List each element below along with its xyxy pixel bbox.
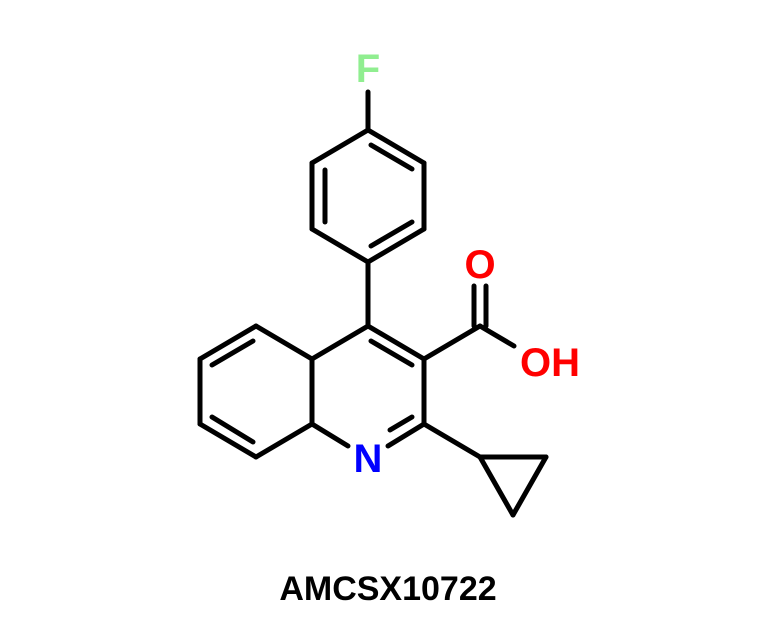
fluorophenyl-ring [309,89,427,265]
bond [365,127,427,166]
bond [197,323,259,362]
bond-c-n [385,421,427,449]
bond [365,323,427,362]
hydroxyl-label: OH [520,341,580,385]
bond [197,421,259,460]
bond [365,226,427,265]
bond-c-oh [477,323,517,349]
double-bond-inner [368,338,415,368]
bond [253,323,315,362]
cyclopropyl-group [421,421,549,518]
fluorine-atom-label: F [356,47,380,91]
carboxylic-acid-group [421,283,517,362]
nitrogen-atom-label: N [354,437,383,481]
double-bond-inner [368,219,415,249]
benzo-ring [197,323,315,460]
compound-id-label: AMCSX10722 [279,570,497,608]
double-bond-inner [209,414,256,445]
bond [309,127,371,166]
bond-c-cooh [421,323,483,362]
bond [309,323,371,362]
bond [253,421,315,460]
double-bond-inner [209,338,256,368]
bond [510,454,549,518]
pyridine-ring [309,323,427,449]
bond [477,454,516,518]
double-bond-inner [368,142,415,172]
double-bond-inner [387,414,415,433]
bond [309,226,371,265]
bond-c-cyclopropyl [421,421,483,460]
bond-n-c [309,421,351,449]
carbonyl-oxygen-label: O [464,243,495,287]
